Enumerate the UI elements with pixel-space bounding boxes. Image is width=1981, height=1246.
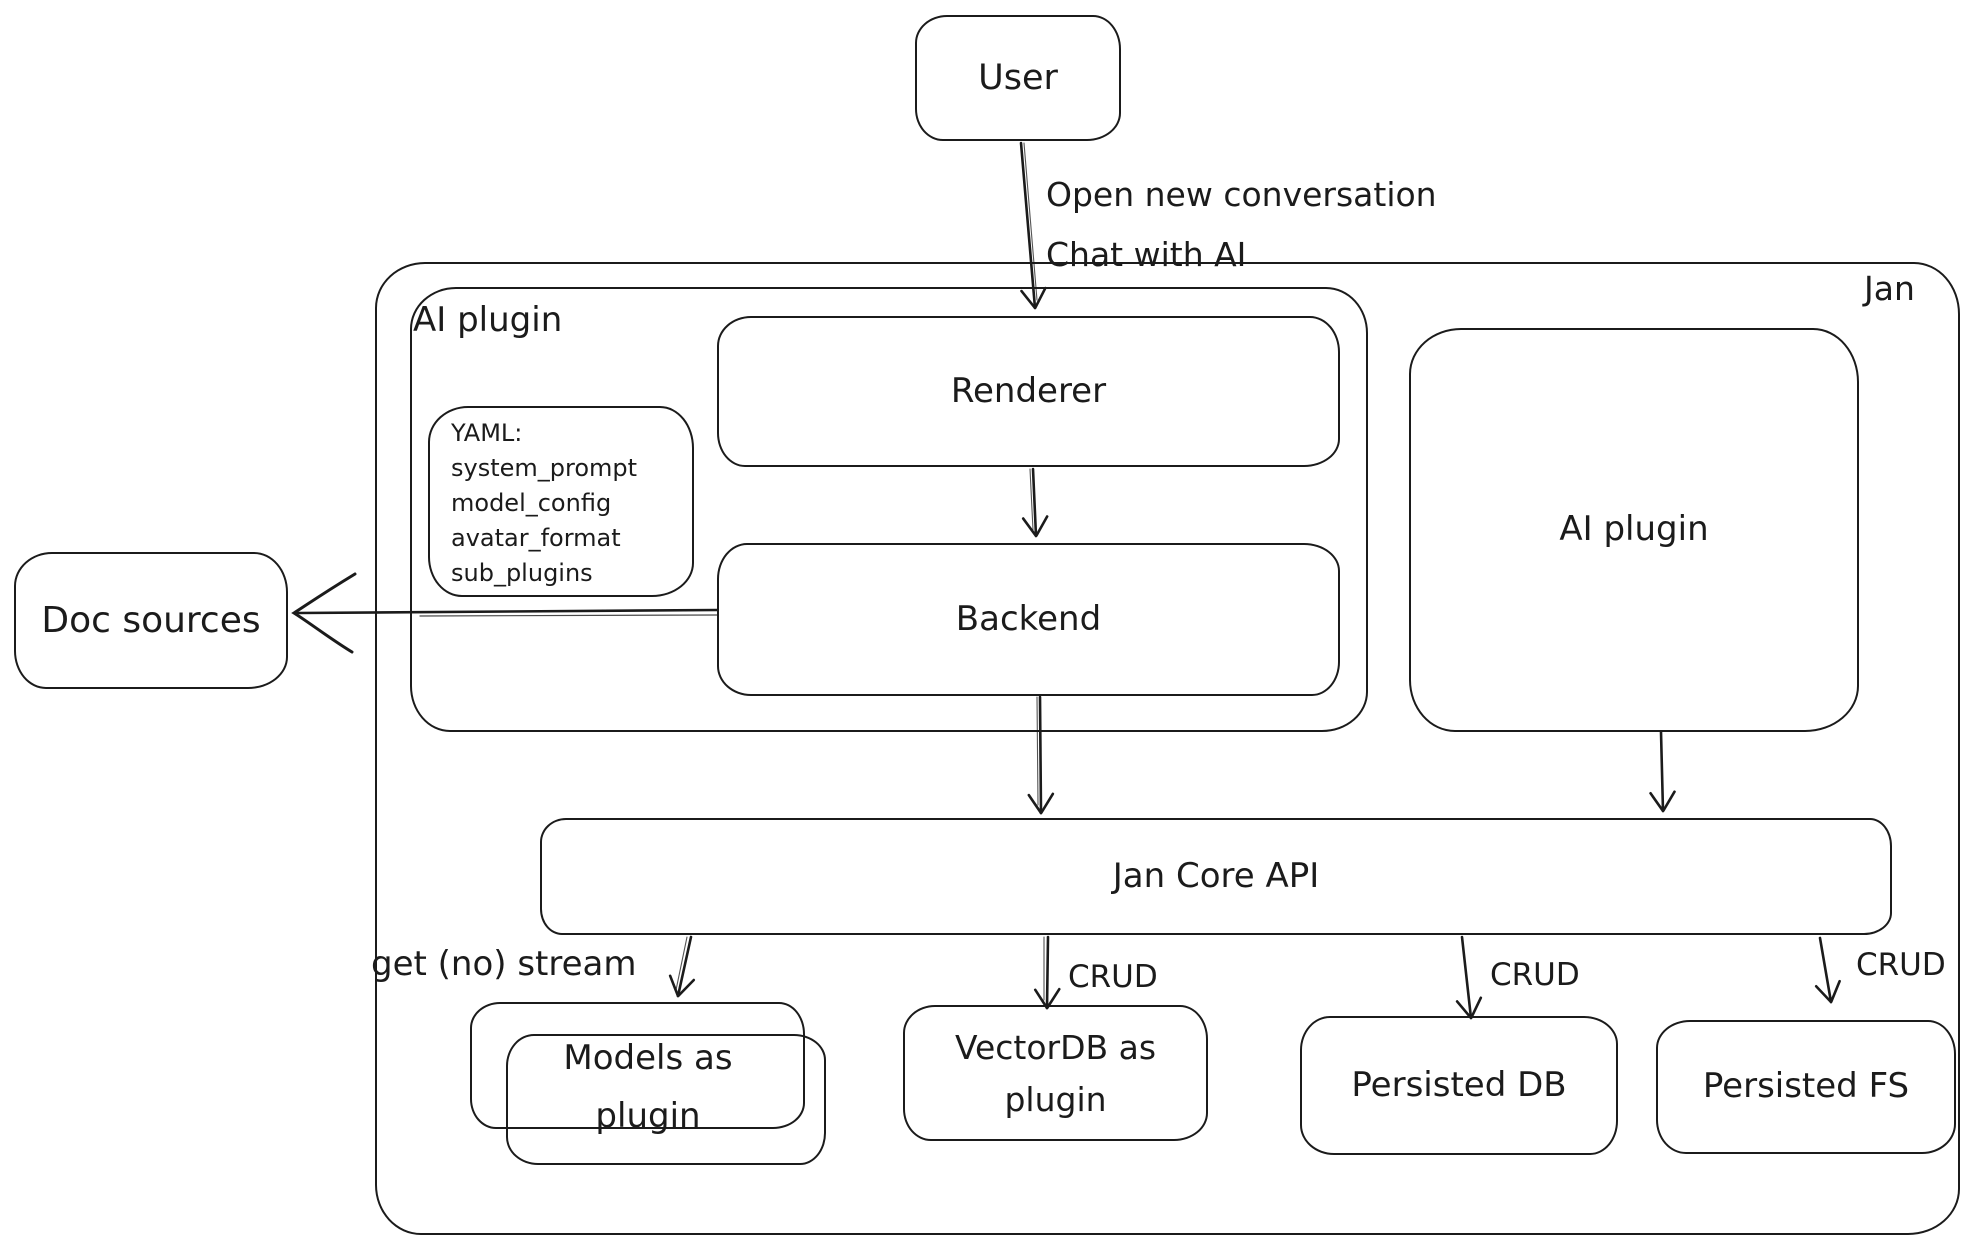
edge-label-crud-vectordb: CRUD: [1068, 959, 1158, 995]
yaml-line-3: avatar_format: [451, 524, 621, 552]
jan-label: Jan: [1864, 269, 1915, 308]
yaml-note: [428, 406, 694, 597]
yaml-line-1: system_prompt: [451, 454, 638, 482]
edge-label-get-no-stream: get (no) stream: [371, 944, 637, 984]
doc-sources-node: [14, 552, 288, 689]
user-node: [915, 15, 1121, 141]
user-label: User: [978, 57, 1058, 98]
yaml-line-4: sub_plugins: [451, 559, 593, 587]
edge-label-crud-persisted-db: CRUD: [1490, 957, 1580, 993]
renderer-label: Renderer: [950, 370, 1107, 411]
ai-plugin-node: [1409, 328, 1859, 732]
yaml-line-0: YAML:: [451, 419, 523, 447]
persisted-fs-label: Persisted FS: [1702, 1066, 1910, 1107]
jan-core-api-node: [540, 818, 1892, 935]
yaml-line-2: model_config: [451, 489, 612, 517]
renderer-node: [717, 316, 1340, 467]
ai-plugin-container: [410, 287, 1368, 732]
models-plugin-node: [506, 1034, 826, 1165]
edge-label-open-conversation: Open new conversation: [1046, 175, 1437, 214]
doc-sources-label: Doc sources: [41, 599, 261, 641]
models-plugin-label-line2: plugin: [595, 1096, 701, 1137]
persisted-db-label: Persisted DB: [1351, 1064, 1567, 1105]
jan-core-api-label: Jan Core API: [1112, 855, 1320, 896]
arrowhead-doc-sources: [291, 572, 357, 654]
backend-node: [717, 543, 1340, 696]
edge-label-chat-with-ai: Chat with AI: [1046, 235, 1247, 274]
persisted-fs-node: [1656, 1020, 1956, 1154]
backend-label: Backend: [955, 598, 1102, 639]
models-plugin-label-line1: Models as: [563, 1038, 733, 1079]
edge-label-crud-persisted-fs: CRUD: [1856, 947, 1946, 983]
ai-plugin-container-label: AI plugin: [413, 300, 563, 340]
vectordb-plugin-label-line2: plugin: [1004, 1080, 1107, 1120]
vectordb-plugin-label-line1: VectorDB as: [954, 1028, 1157, 1068]
ai-plugin-label: AI plugin: [1559, 509, 1709, 550]
jan-container: [375, 262, 1960, 1235]
